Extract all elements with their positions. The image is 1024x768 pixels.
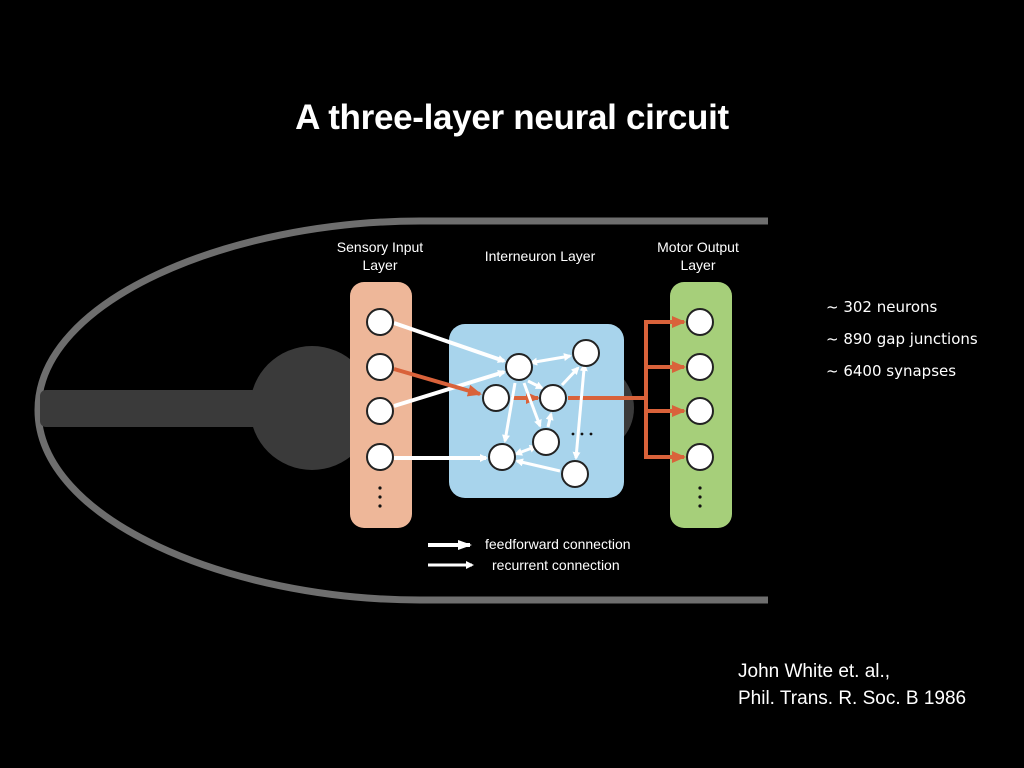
- feedforward-s3-a: [393, 369, 506, 408]
- interneuron-d: [539, 384, 567, 412]
- connectome-stats: ~ 302 neurons ~ 890 gap junctions ~ 6400…: [826, 298, 978, 394]
- interneuron-f: [488, 443, 516, 471]
- interneuron-ellipsis: [571, 432, 593, 436]
- legend-recurrent-label: recurrent connection: [492, 557, 620, 573]
- recurrent-e-d: [545, 412, 554, 428]
- motor-ellipsis: [698, 486, 702, 508]
- sensory-neuron-4: [366, 443, 394, 471]
- recurrent-b-g: [572, 363, 588, 460]
- sensory-label-line2: Layer: [362, 257, 398, 273]
- highlight-s2-c: [393, 367, 482, 397]
- sensory-ellipsis: [378, 486, 382, 508]
- interneuron-g: [561, 460, 589, 488]
- interneuron-layer-label: Interneuron Layer: [484, 248, 596, 264]
- recurrent-a-b: [529, 353, 572, 366]
- legend-feedforward-label: feedforward connection: [485, 536, 631, 552]
- citation-line2: Phil. Trans. R. Soc. B 1986: [738, 688, 967, 709]
- sensory-label-line1: Sensory Input: [336, 239, 424, 255]
- recurrent-a-d: [527, 379, 544, 390]
- interneuron-b: [572, 339, 600, 367]
- motor-layer-label: Motor Output Layer: [638, 238, 758, 274]
- sensory-layer-label: Sensory Input Layer: [320, 238, 440, 274]
- citation: John White et. al., Phil. Trans. R. Soc.…: [738, 658, 966, 712]
- recurrent-g-f: [515, 458, 561, 473]
- motor-label-line2: Layer: [680, 257, 716, 273]
- slide-title: A three-layer neural circuit: [295, 98, 729, 137]
- motor-neuron-1: [686, 308, 714, 336]
- citation-line1: John White et. al.,: [738, 661, 891, 682]
- interneuron-e: [532, 428, 560, 456]
- worm-outline: [34, 217, 768, 604]
- sensory-neuron-1: [366, 308, 394, 336]
- stat-synapses: ~ 6400 synapses: [826, 362, 957, 380]
- sensory-neuron-2: [366, 353, 394, 381]
- sensory-neuron-3: [366, 397, 394, 425]
- motor-neuron-2: [686, 353, 714, 381]
- motor-neuron-3: [686, 397, 714, 425]
- interneuron-c: [482, 384, 510, 412]
- interneuron-a: [505, 353, 533, 381]
- recurrent-a-f: [502, 382, 517, 443]
- motor-neuron-4: [686, 443, 714, 471]
- feedforward-s1-a: [393, 321, 506, 363]
- recurrent-a-e: [522, 382, 542, 428]
- motor-label-line1: Motor Output: [657, 239, 739, 255]
- recurrent-e-f: [514, 444, 538, 456]
- stat-neurons: ~ 302 neurons: [826, 298, 938, 316]
- stat-gap-junctions: ~ 890 gap junctions: [826, 330, 978, 348]
